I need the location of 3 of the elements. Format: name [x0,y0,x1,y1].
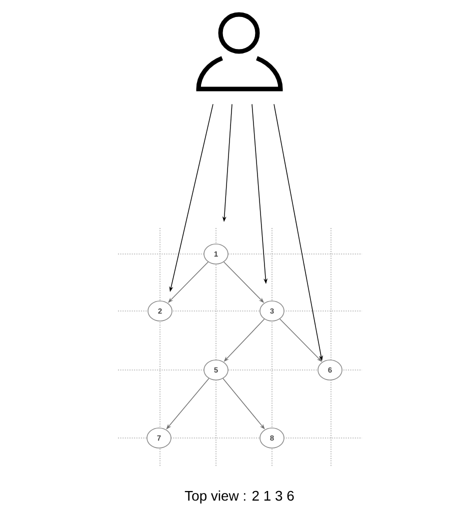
caption: Top view : 2 1 3 6 [184,490,294,504]
person-icon [196,12,283,92]
arrow [166,378,210,430]
